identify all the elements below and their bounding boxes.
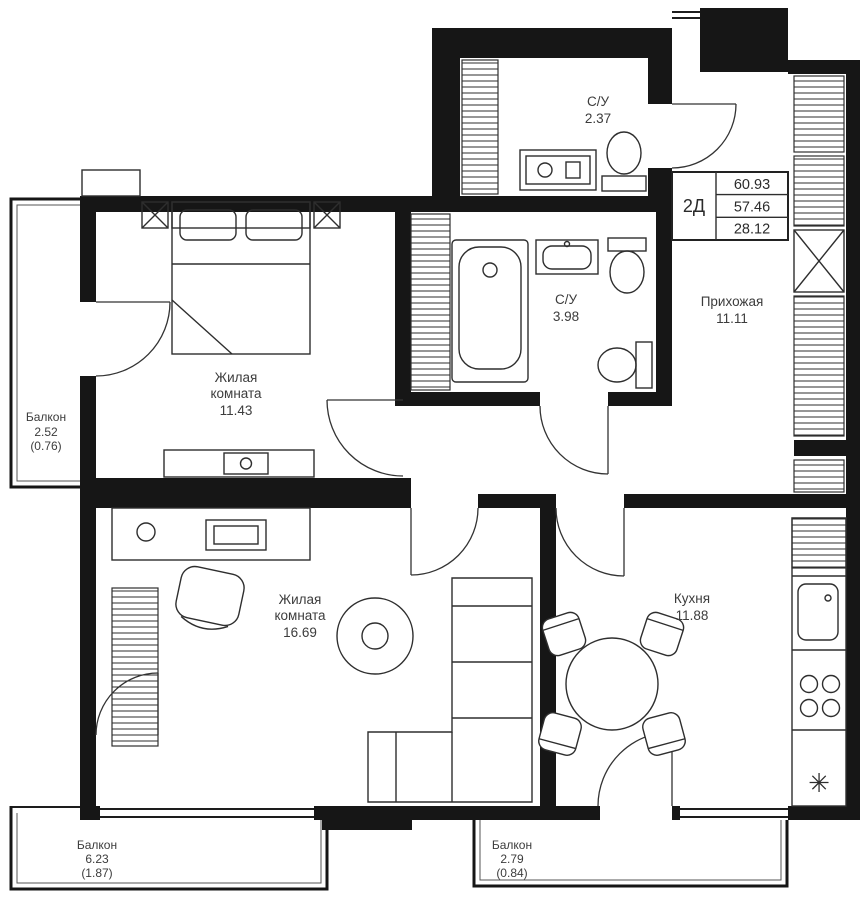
room-label-living-room: Жилая комната 16.69 — [274, 592, 326, 640]
rug-icon — [336, 597, 414, 675]
room-name: Жилая — [215, 370, 258, 385]
door-living-room — [410, 507, 479, 576]
dining-chair-icon — [639, 611, 685, 657]
room-area: 2.52 — [34, 425, 58, 439]
area-total-value: 60.93 — [734, 177, 770, 193]
room-label-balcony-bottom-left: Балкон 6.23 (1.87) — [77, 838, 117, 880]
room-area: 11.11 — [716, 311, 748, 326]
kitchen-counter: ✳ — [791, 517, 847, 807]
shaft-hatch — [461, 59, 499, 195]
room-area: 11.88 — [676, 608, 709, 623]
nightstand-left-icon — [141, 201, 169, 229]
room-label-bedroom: Жилая комната 11.43 — [210, 370, 262, 418]
unit-type-label: 2Д — [683, 196, 705, 216]
window-kitchen — [680, 808, 788, 818]
kitchen-sink-icon — [792, 575, 846, 651]
area-rooms-value: 28.12 — [734, 222, 770, 238]
balcony-bottom-left-walls — [9, 806, 329, 891]
stove-icon — [792, 674, 846, 731]
room-area-reduced: (1.87) — [81, 866, 112, 880]
bed-icon — [171, 201, 311, 355]
room-area: 6.23 — [85, 852, 109, 866]
bathtub-icon — [451, 239, 529, 383]
room-name: С/У — [587, 94, 610, 109]
door-kitchen — [555, 507, 625, 577]
tv-stand-icon — [163, 449, 315, 478]
nightstand-right-icon — [313, 201, 341, 229]
wardrobe-hatch — [111, 587, 159, 747]
balcony-left-walls — [9, 197, 80, 489]
sink-icon — [535, 239, 599, 275]
room-area: 2.79 — [500, 852, 524, 866]
door-bathroom-top — [671, 103, 737, 169]
desk-chair-icon — [175, 565, 245, 630]
room-label-kitchen: Кухня 11.88 — [674, 591, 710, 623]
room-label-balcony-left: Балкон 2.52 (0.76) — [26, 410, 66, 453]
fridge-icon: ✳ — [808, 769, 830, 799]
toilet-top-icon — [601, 131, 647, 192]
door-bathroom-main — [539, 405, 609, 475]
room-name: комната — [274, 608, 326, 623]
window-living-room — [100, 808, 314, 818]
room-area-reduced: (0.84) — [496, 866, 527, 880]
area-living-value: 57.46 — [734, 200, 770, 216]
room-name: Кухня — [674, 591, 710, 606]
sofa-icon — [367, 577, 533, 803]
room-name: Жилая — [279, 592, 322, 607]
door-bedroom — [326, 399, 404, 477]
bidet-icon — [607, 237, 647, 294]
room-name: С/У — [555, 292, 578, 307]
door-arc-wardrobe — [95, 672, 159, 736]
desk-icon — [111, 507, 311, 561]
dining-table-icon — [565, 637, 659, 731]
room-area: 2.37 — [585, 111, 611, 126]
room-label-balcony-bottom-right: Балкон 2.79 (0.84) — [492, 838, 532, 880]
info-box: 2Д 60.93 57.46 28.12 — [671, 171, 789, 241]
room-name: Балкон — [77, 838, 117, 852]
dining-chair-icon — [642, 712, 686, 756]
hallway-closet — [793, 75, 845, 493]
walls — [80, 8, 860, 830]
balcony-bottom-right-walls — [472, 820, 789, 888]
room-name: комната — [210, 386, 262, 401]
room-area: 3.98 — [553, 309, 579, 324]
room-label-bath-main: С/У 3.98 — [553, 292, 579, 324]
room-area-reduced: (0.76) — [30, 439, 61, 453]
washing-machine-icon — [519, 149, 597, 191]
entrance-threshold — [672, 11, 700, 19]
room-label-hallway: Прихожая 11.11 — [701, 294, 764, 326]
room-name: Балкон — [492, 838, 532, 852]
room-name: Прихожая — [701, 294, 764, 309]
wardrobe-niche-hatch — [410, 213, 451, 391]
wardrobe-x-box — [793, 229, 845, 293]
room-label-bath-top: С/У 2.37 — [585, 94, 611, 126]
door-bedroom-balcony — [95, 301, 171, 377]
room-area: 16.69 — [283, 625, 317, 640]
dining-chair-icon — [541, 611, 587, 657]
room-area: 11.43 — [220, 403, 253, 418]
room-name: Балкон — [26, 410, 66, 424]
dining-chair-icon — [538, 712, 582, 756]
toilet-icon — [597, 341, 653, 389]
duct-box — [81, 169, 141, 197]
